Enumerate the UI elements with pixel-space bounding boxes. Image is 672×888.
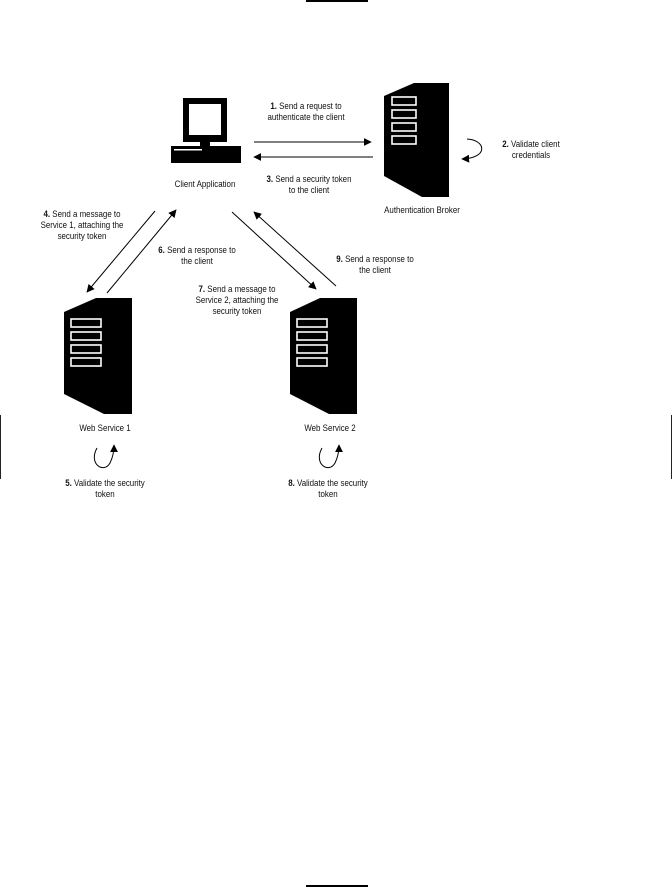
step-9-line-1: Send a response to — [345, 254, 414, 264]
step-1-line-2: authenticate the client — [267, 112, 345, 122]
step-3-number: 3. — [266, 174, 274, 184]
step-5-number: 5. — [65, 478, 72, 488]
web-service-2-server-icon — [290, 298, 357, 414]
step-6-line-2: the client — [181, 256, 213, 266]
arrow-step-8 — [318, 444, 343, 469]
web-service-2-label: Web Service 2 — [304, 423, 356, 433]
step-3-line-2: to the client — [288, 185, 330, 195]
step-6-number: 6. — [158, 245, 165, 255]
step-9-line-2: the client — [359, 265, 391, 275]
step-8-line-1: Validate the security — [297, 478, 368, 488]
step-5-label: 5. Validate the security token — [52, 478, 158, 500]
step-7-line-2: Service 2, attaching the — [195, 295, 279, 305]
step-5-line-2: token — [95, 489, 115, 499]
step-6-line-1: Send a response to — [167, 245, 236, 255]
step-7-line-1: Send a message to — [207, 284, 276, 294]
step-7-label: 7. Send a message to Service 2, attachin… — [180, 284, 294, 317]
step-9-number: 9. — [336, 254, 343, 264]
step-4-line-2: Service 1, attaching the — [40, 220, 124, 230]
step-2-label: 2. Validate client credentials — [489, 139, 573, 161]
step-1-number: 1. — [270, 101, 277, 111]
step-8-label: 8. Validate the security token — [275, 478, 381, 500]
broker-server-icon — [384, 83, 449, 197]
step-4-label: 4. Send a message to Service 1, attachin… — [27, 209, 136, 242]
step-2-line-1: Validate client — [511, 139, 560, 149]
step-1-line-1: Send a request to — [279, 101, 342, 111]
client-application-label: Client Application — [174, 179, 236, 189]
step-9-label: 9. Send a response to the client — [327, 254, 424, 276]
step-4-number: 4. — [43, 209, 51, 219]
arrow-step-4 — [86, 210, 156, 293]
client-computer-icon — [171, 98, 241, 163]
top-rule — [306, 0, 368, 2]
authentication-broker-label: Authentication Broker — [384, 205, 460, 215]
step-3-line-1: Send a security token — [275, 174, 352, 184]
web-service-1-server-icon — [64, 298, 132, 414]
arrow-step-2 — [461, 138, 483, 163]
step-2-line-2: credentials — [511, 150, 551, 160]
step-3-label: 3. Send a security token to the client — [252, 174, 366, 196]
step-7-number: 7. — [198, 284, 206, 294]
step-6-label: 6. Send a response to the client — [149, 245, 246, 267]
left-edge-mark — [0, 415, 1, 479]
arrow-step-6 — [106, 209, 177, 294]
web-service-1-label: Web Service 1 — [79, 423, 131, 433]
arrow-step-7 — [231, 211, 317, 290]
bottom-rule — [306, 885, 368, 887]
step-1-label: 1. Send a request to authenticate the cl… — [249, 101, 363, 123]
step-8-number: 8. — [288, 478, 295, 488]
step-8-line-2: token — [318, 489, 338, 499]
arrow-step-9 — [253, 211, 337, 287]
step-4-line-3: security token — [57, 231, 107, 241]
step-2-number: 2. — [502, 139, 509, 149]
step-4-line-1: Send a message to — [52, 209, 121, 219]
step-7-line-3: security token — [212, 306, 262, 316]
arrow-step-5 — [93, 444, 118, 469]
step-5-line-1: Validate the security — [74, 478, 145, 488]
